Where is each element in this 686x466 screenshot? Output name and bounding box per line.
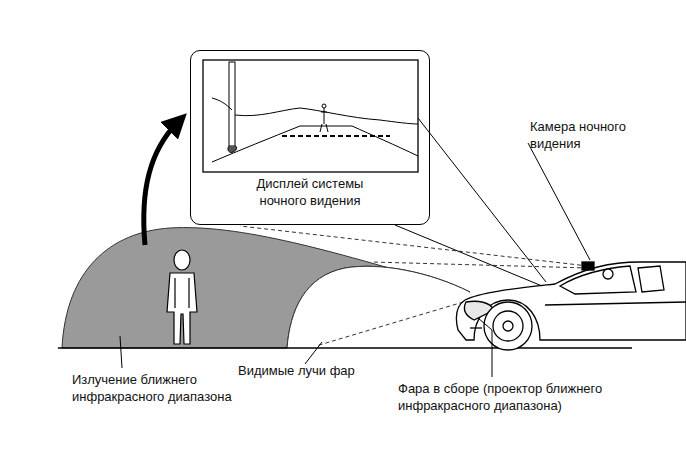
camera-view-line — [372, 262, 588, 268]
callout-line — [418, 118, 546, 282]
camera-view-line — [240, 226, 588, 266]
display-screen — [203, 60, 418, 172]
display-caption: Дисплей системы ночного видения — [240, 175, 380, 209]
leader-line — [528, 143, 590, 260]
beam-line — [316, 300, 470, 346]
ground-line — [58, 347, 632, 349]
car — [456, 262, 686, 350]
curved-arrow — [144, 122, 178, 245]
leader-line — [478, 318, 492, 377]
part-label: Видимые лучи фар — [238, 362, 378, 379]
leader-line — [305, 342, 322, 364]
pedestrian — [167, 250, 197, 344]
part-label: Камера ночного видения — [530, 118, 650, 152]
leader-line — [120, 336, 122, 368]
callout-line — [395, 225, 542, 286]
part-label: Излучение ближнего инфракрасного диапазо… — [72, 371, 257, 405]
display-box: Дисплей системы ночного видения — [190, 50, 430, 225]
visible-beam — [287, 266, 470, 348]
infrared-region — [62, 228, 470, 348]
part-label: Фара в сборе (проектор ближнего инфракра… — [398, 380, 648, 414]
